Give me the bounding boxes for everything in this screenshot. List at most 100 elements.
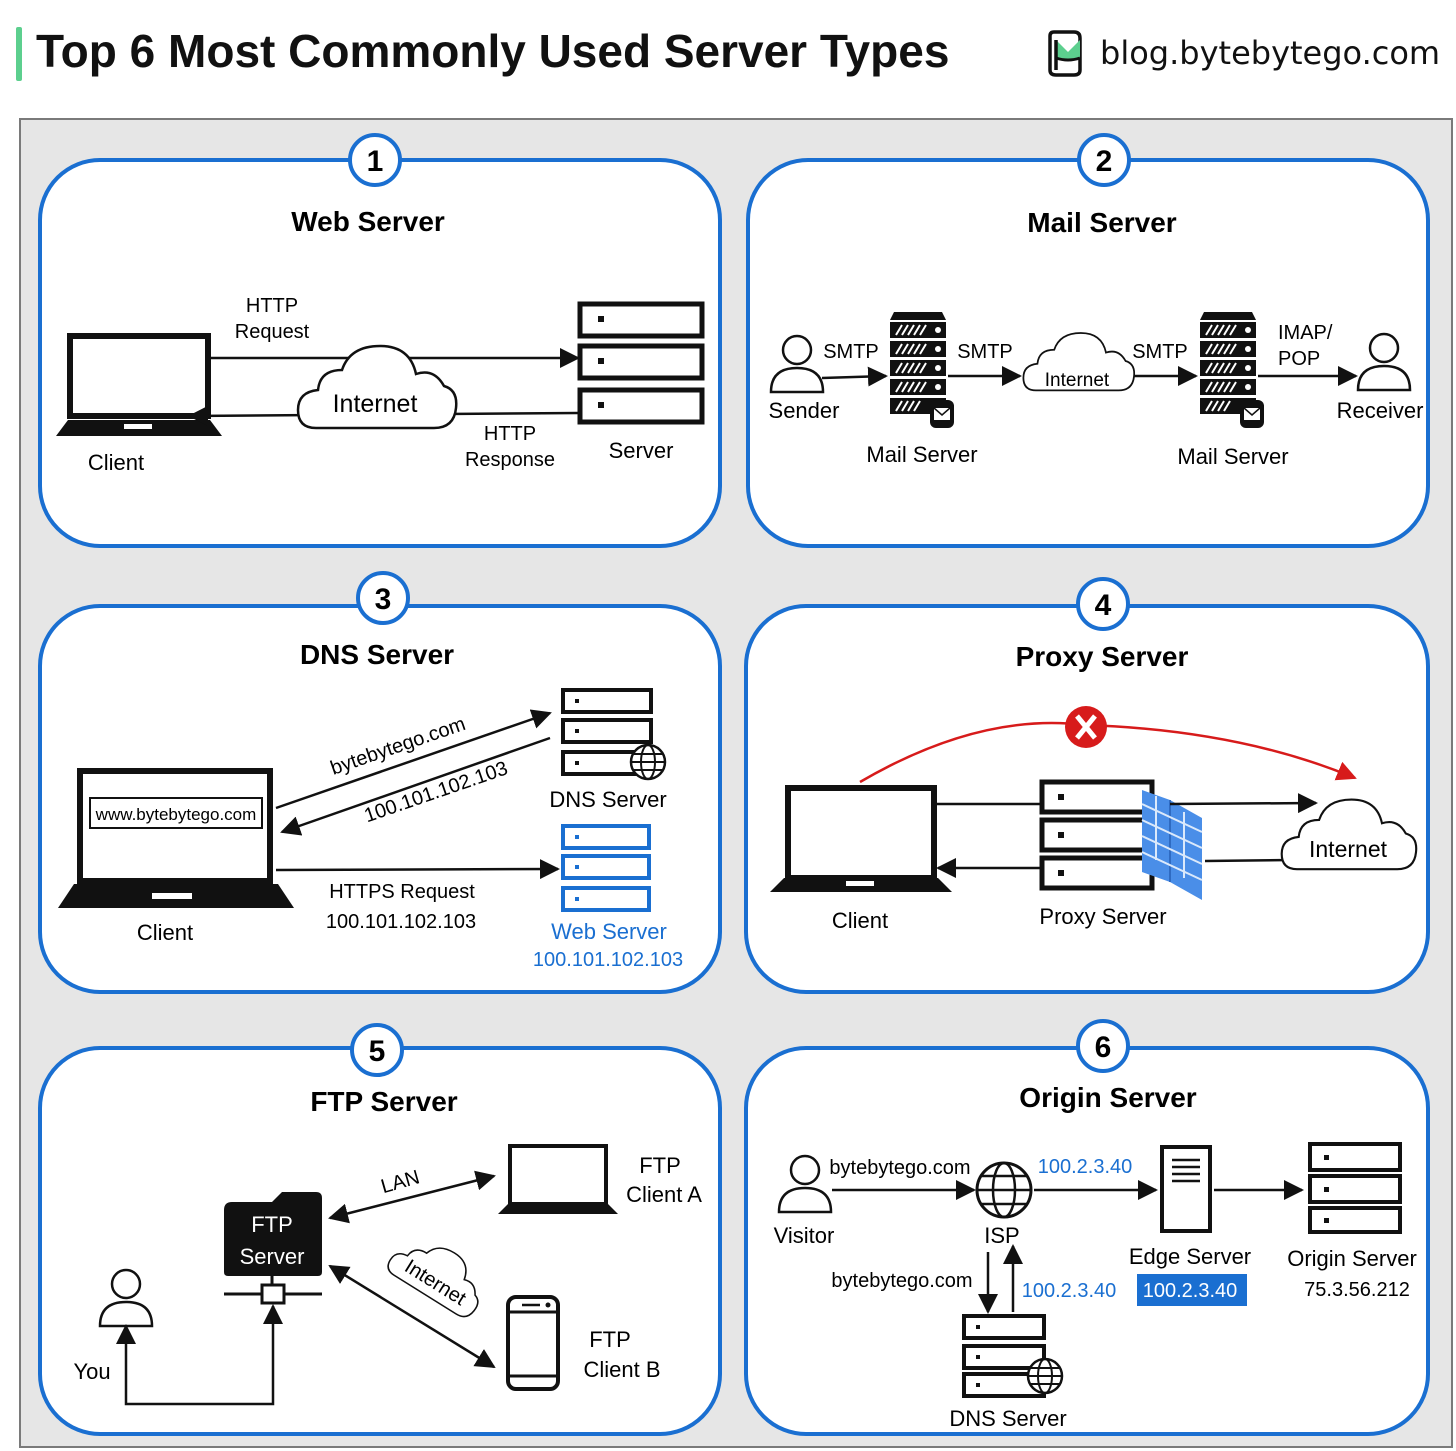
page-title: Top 6 Most Commonly Used Server Types (36, 25, 950, 77)
panel-title: FTP Server (310, 1086, 457, 1117)
header: Top 6 Most Commonly Used Server Types bl… (0, 0, 1456, 110)
smtp-label-3: SMTP (1132, 341, 1188, 363)
proxy-server-icon (1039, 779, 1155, 891)
ftp-folder-icon (224, 1192, 322, 1276)
dns-query-arrow (275, 709, 552, 810)
mail-server-icon (1199, 311, 1265, 429)
panel-title: Origin Server (1019, 1082, 1197, 1113)
web-server-icon (561, 824, 651, 912)
ftp-server-label-2: Server (240, 1244, 305, 1269)
panel-ftp-server: 5 FTP Server FTP Server LAN Internet FTP… (38, 1023, 722, 1436)
panel-number-badge (1077, 133, 1131, 187)
panel-proxy-server: 4 Proxy Server Client (744, 577, 1430, 994)
panel-number: 3 (375, 583, 392, 616)
panel-title: Web Server (291, 206, 445, 237)
internet-label: Internet (1309, 836, 1388, 862)
origin-server-label: Origin Server (1287, 1246, 1417, 1271)
internet-label: Internet (333, 390, 418, 418)
browser-url[interactable]: www.bytebytego.com (95, 805, 257, 824)
panel-number: 4 (1095, 589, 1112, 622)
phone-icon (506, 1295, 560, 1391)
origin-server-icon (1308, 1142, 1402, 1234)
panel-web-server: 1 Web Server Client Internet HTTP Reques… (38, 133, 722, 548)
brand-url[interactable]: blog.bytebytego.com (1100, 34, 1441, 72)
smtp-label-1: SMTP (823, 341, 879, 363)
mail-server-icon (889, 311, 955, 429)
globe-icon (1026, 1357, 1064, 1395)
smtp-arrow-1 (821, 366, 888, 387)
origin-ip-label: 75.3.56.212 (1304, 1279, 1410, 1301)
http-request-label-2: Request (235, 321, 310, 343)
edge-server-icon (1160, 1145, 1212, 1233)
https-request-label: HTTPS Request (329, 881, 475, 903)
http-response-label-1: HTTP (484, 423, 536, 445)
client-a-label-1: FTP (639, 1153, 681, 1178)
smtp-label-2: SMTP (957, 341, 1013, 363)
brand[interactable]: blog.bytebytego.com (1046, 26, 1440, 80)
laptop-icon (58, 768, 294, 908)
visitor-query-label: bytebytego.com (829, 1157, 970, 1179)
dns-server-label: DNS Server (549, 787, 666, 812)
panel-title: Proxy Server (1016, 641, 1189, 672)
blocked-x-icon (1065, 706, 1107, 748)
mail-server-label-1: Mail Server (866, 442, 977, 467)
panel-title: DNS Server (300, 639, 454, 670)
ftp-server-label-1: FTP (251, 1212, 293, 1237)
globe-icon (629, 743, 667, 781)
dns-server-icon (561, 688, 653, 776)
edge-ip-highlight (1137, 1274, 1247, 1306)
panel-number: 2 (1096, 145, 1113, 178)
sender-label: Sender (769, 398, 840, 423)
panel-number-badge (356, 571, 410, 625)
visitor-label: Visitor (774, 1223, 835, 1248)
client-b-label-2: Client B (583, 1357, 660, 1382)
server-label: Server (609, 438, 674, 463)
server-icon (577, 301, 705, 425)
browser-address-bar[interactable] (89, 797, 263, 829)
you-to-server-connector (124, 1304, 283, 1406)
panel-number-badge (1076, 577, 1130, 631)
panel-mail-server: 2 Mail Server Sender SMTP Mail Server SM… (746, 133, 1430, 548)
internet-arrow (328, 1264, 496, 1369)
panel-number: 5 (369, 1035, 386, 1068)
client-b-label-1: FTP (589, 1327, 631, 1352)
laptop-icon (56, 333, 222, 436)
edge-server-label: Edge Server (1129, 1244, 1251, 1269)
client-label: Client (832, 908, 888, 933)
panel-number: 6 (1095, 1031, 1112, 1064)
dns-ip-label: 100.2.3.40 (1022, 1280, 1117, 1302)
dns-query-label: bytebytego.com (831, 1270, 972, 1292)
receiver-label: Receiver (1337, 398, 1424, 423)
laptop-icon (498, 1144, 618, 1214)
isp-ip-label: 100.2.3.40 (1038, 1156, 1133, 1178)
client-a-label-2: Client A (626, 1182, 702, 1207)
panel-number: 1 (367, 145, 384, 178)
mail-server-label-2: Mail Server (1177, 444, 1288, 469)
network-node-icon (224, 1276, 322, 1305)
web-server-ip: 100.101.102.103 (533, 949, 683, 971)
edge-ip-label: 100.2.3.40 (1143, 1280, 1238, 1302)
panel-origin-server: 6 Origin Server Visitor bytebytego.com I… (744, 1019, 1430, 1436)
title-accent-bar (16, 27, 22, 81)
http-request-label-1: HTTP (246, 295, 298, 317)
panel-title: Mail Server (1027, 207, 1177, 238)
imap-label-1: IMAP/ (1278, 322, 1333, 344)
proxy-to-internet-arrow (1169, 793, 1318, 814)
panel-number-badge (348, 133, 402, 187)
imap-label-2: POP (1278, 348, 1320, 370)
internet-to-proxy-line (1204, 858, 1291, 863)
isp-label: ISP (984, 1223, 1019, 1248)
web-server-label: Web Server (551, 919, 667, 944)
proxy-server-label: Proxy Server (1039, 904, 1166, 929)
https-request-ip: 100.101.102.103 (326, 911, 476, 933)
dns-answer-arrow (280, 736, 551, 836)
panel-number-badge (1076, 1019, 1130, 1073)
client-label: Client (137, 920, 193, 945)
bytebytego-logo-icon (1048, 30, 1082, 77)
client-label: Client (88, 450, 144, 475)
internet-label: Internet (1045, 370, 1110, 391)
lan-arrow (328, 1170, 496, 1224)
panel-number-badge (350, 1023, 404, 1077)
https-request-arrow (275, 859, 560, 880)
